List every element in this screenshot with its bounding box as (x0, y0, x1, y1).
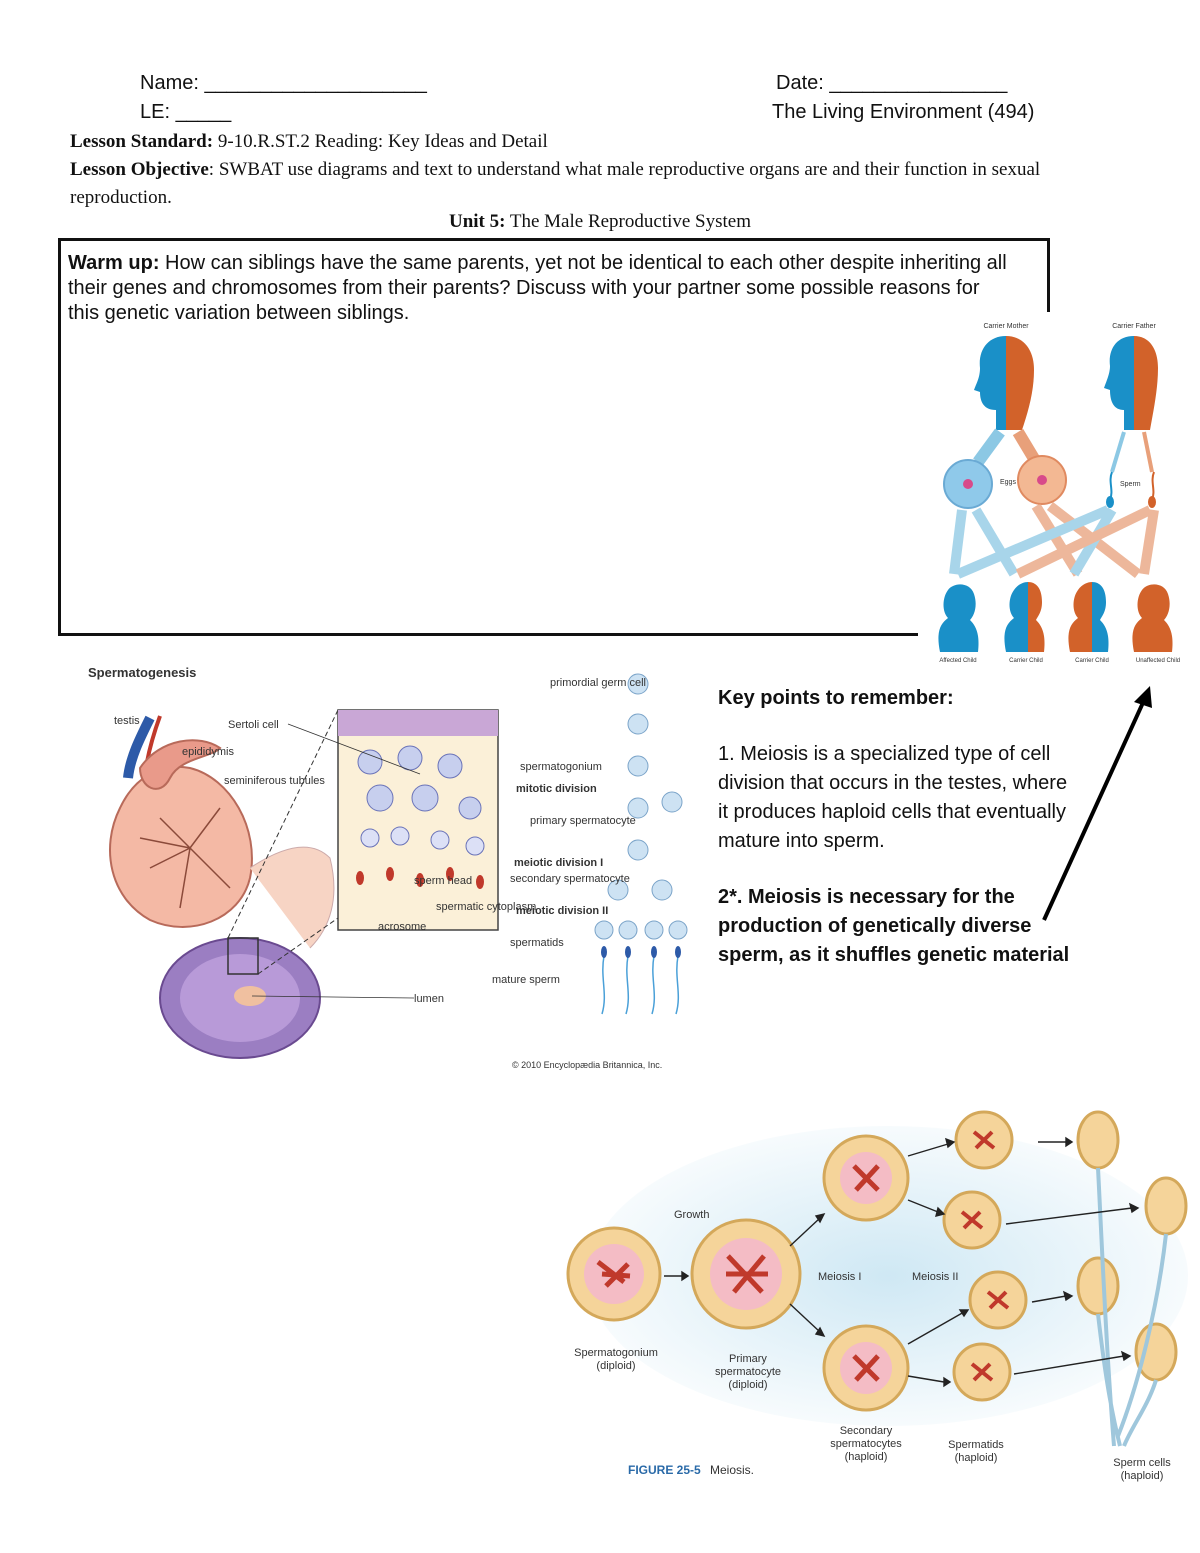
spermatogenesis-title: Spermatogenesis (88, 665, 196, 680)
spermatogonium-label: spermatogonium (520, 761, 602, 773)
spermatogonium-ploidy: (diploid) (596, 1360, 635, 1372)
mother-silhouette (974, 336, 1034, 430)
primary-caption-2: spermatocyte (715, 1366, 781, 1378)
key-points-heading: Key points to remember: (718, 687, 954, 709)
key-point-1: 1. Meiosis is a specialized type of cell… (718, 743, 1068, 852)
primary-spermatocyte-label: primary spermatocyte (530, 815, 636, 827)
lesson-objective-label: Lesson Objective (70, 159, 209, 180)
secondary-caption-2: spermatocytes (830, 1438, 902, 1450)
growth-label: Growth (674, 1209, 709, 1221)
father-silhouette (1104, 336, 1158, 430)
sperm-label: Sperm (1120, 481, 1141, 488)
lesson-objective-text: : SWBAT use diagrams and text to underst… (70, 159, 1041, 208)
acrosome-label: acrosome (378, 921, 426, 933)
primary-ploidy: (diploid) (728, 1379, 767, 1391)
unit-title: Unit 5: The Male Reproductive System (0, 208, 1200, 236)
affected-child-label: Affected Child (939, 658, 976, 664)
sertoli-cell-label: Sertoli cell (228, 719, 279, 731)
carrier-mother-label: Carrier Mother (983, 323, 1029, 330)
lesson-standard-text: 9-10.R.ST.2 Reading: Key Ideas and Detai… (213, 131, 548, 152)
spermatogonium-caption: Spermatogonium (574, 1347, 658, 1359)
date-field-label: Date: ________________ (776, 72, 1008, 94)
lesson-objective: Lesson Objective: SWBAT use diagrams and… (70, 156, 1130, 212)
meiosis-cells (566, 1110, 1188, 1447)
mitotic-division-label: mitotic division (516, 783, 597, 795)
spermatids-caption: Spermatids (948, 1439, 1004, 1451)
seminiferous-tubules-label: seminiferous tubules (224, 775, 325, 787)
testis-label: testis (114, 715, 140, 727)
spermatic-cytoplasm-label: spermatic cytoplasm (436, 901, 536, 913)
epididymis-label: epididymis (182, 746, 234, 758)
spermatids-ploidy: (haploid) (955, 1452, 998, 1464)
warmup-answer-box[interactable] (58, 238, 1050, 636)
course-name: The Living Environment (494) (772, 101, 1035, 123)
key-point-2: 2*. Meiosis is necessary for the product… (718, 886, 1070, 966)
le-field-label: LE: _____ (140, 101, 232, 123)
primordial-germ-cell-label: primordial germ cell (550, 677, 646, 689)
primary-caption: Primary (729, 1353, 767, 1365)
egg-cells (943, 455, 1067, 509)
meiosis-2-label: Meiosis II (912, 1271, 958, 1283)
spermatids-label: spermatids (510, 937, 564, 949)
unaffected-child-label: Unaffected Child (1136, 658, 1180, 664)
warmup-question: How can siblings have the same parents, … (68, 252, 1007, 324)
spermatogenesis-diagram: Spermatogenesis testis ep (88, 665, 688, 1070)
meiotic-division-2-label: meiotic division II (516, 905, 608, 917)
figure-caption: Meiosis. (710, 1463, 754, 1477)
meiosis-diagram: Growth Meiosis I Meiosis II Spermatogoni… (566, 1110, 1188, 1482)
meiotic-division-1-label: meiotic division I (514, 857, 603, 869)
children-silhouettes (938, 582, 1173, 652)
inheritance-diagram: Carrier Mother Carrier Father Eggs Sperm (918, 312, 1194, 672)
sperm-cells-caption: Sperm cells (1113, 1457, 1171, 1469)
sperm-cells-ploidy: (haploid) (1121, 1470, 1164, 1482)
name-field-label: Name: ____________________ (140, 72, 427, 94)
carrier-child-label-2: Carrier Child (1075, 658, 1109, 664)
figure-number: FIGURE 25-5 (628, 1463, 701, 1477)
secondary-spermatocyte-label: secondary spermatocyte (510, 873, 630, 885)
secondary-ploidy: (haploid) (845, 1451, 888, 1463)
meiosis-arrows (664, 1136, 1140, 1388)
tubule-cross-section (159, 937, 321, 1059)
carrier-child-label-1: Carrier Child (1009, 658, 1043, 664)
sperm-cells (1106, 471, 1156, 508)
pointer-arrow (1042, 686, 1152, 921)
cell-lineage (594, 673, 688, 1015)
mature-sperm-label: mature sperm (492, 974, 560, 986)
carrier-father-label: Carrier Father (1112, 323, 1156, 330)
unit-text: The Male Reproductive System (505, 211, 752, 232)
lesson-standard: Lesson Standard: 9-10.R.ST.2 Reading: Ke… (70, 128, 1130, 156)
meiosis-1-label: Meiosis I (818, 1271, 861, 1283)
unit-label: Unit 5: (448, 211, 506, 232)
lumen-label: lumen (414, 993, 444, 1005)
secondary-caption: Secondary (840, 1425, 893, 1437)
warmup-label: Warm up: (68, 252, 160, 274)
key-points: Key points to remember: 1. Meiosis is a … (718, 684, 1078, 997)
warmup-prompt: Warm up: How can siblings have the same … (68, 251, 1008, 326)
testis-illustration (109, 715, 335, 949)
lesson-standard-label: Lesson Standard: (70, 131, 214, 152)
sperm-head-label: sperm head (414, 875, 472, 887)
magnified-tubule (337, 709, 499, 931)
inheritance-arrows (949, 502, 1159, 579)
britannica-copyright: © 2010 Encyclopædia Britannica, Inc. (512, 1060, 662, 1070)
eggs-label: Eggs (1000, 479, 1016, 486)
